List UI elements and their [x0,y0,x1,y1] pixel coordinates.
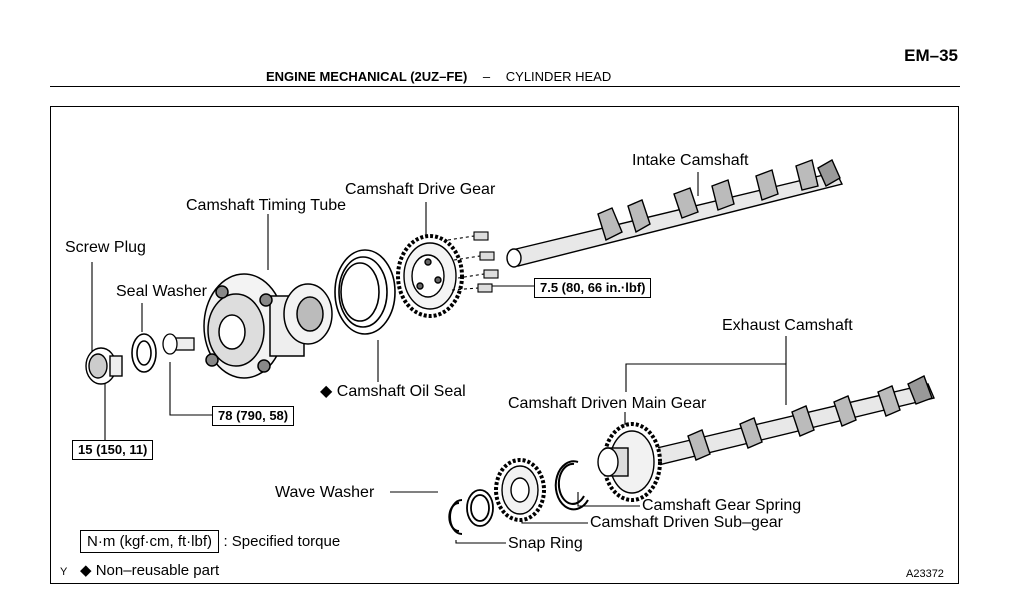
label-intake-camshaft: Intake Camshaft [632,152,749,169]
label-exhaust-camshaft: Exhaust Camshaft [722,317,853,334]
exhaust-camshaft-part [639,375,935,469]
legend-nonreusable-desc: Non–reusable part [95,562,220,579]
subsection-title: CYLINDER HEAD [505,69,612,84]
legend-unit-desc: : Specified torque [223,533,341,550]
legend-unit-box: N·m (kgf·cm, ft·lbf) [80,530,219,553]
intake-camshaft-part [506,159,844,268]
corner-mark-left: Y [60,566,68,578]
tube-bolt-part [162,333,195,355]
page-header: ENGINE MECHANICAL (2UZ–FE) – CYLINDER HE… [266,69,611,84]
figure-id: A23372 [906,568,944,580]
leader-torque-tube-bolt [169,362,212,416]
drive-gear-bolts-part [447,231,499,293]
label-camshaft-oil-seal: ◆ Camshaft Oil Seal [320,381,466,401]
label-camshaft-driven-main-gear: Camshaft Driven Main Gear [508,395,707,412]
label-screw-plug: Screw Plug [65,239,146,256]
screw-plug-part [85,347,123,385]
camshaft-driven-main-gear-part [597,422,662,502]
camshaft-driven-sub-gear-part [494,458,546,522]
diamond-icon: ◆ [320,383,333,400]
section-title: ENGINE MECHANICAL (2UZ–FE) [266,69,468,84]
camshaft-timing-tube-part [203,273,333,379]
header-rule [50,86,960,87]
torque-timing-tube-bolt: 78 (790, 58) [212,406,295,426]
header-separator: – [482,69,491,84]
camshaft-drive-gear-part [396,234,464,318]
label-camshaft-oil-seal-text: Camshaft Oil Seal [336,383,466,400]
label-camshaft-gear-spring: Camshaft Gear Spring [642,497,802,514]
camshaft-gear-spring-part [554,460,589,511]
legend-nonreusable: ◆ Non–reusable part [80,561,219,579]
torque-drive-gear-bolts: 7.5 (80, 66 in.·lbf) [534,278,652,298]
page-number: EM–35 [904,46,958,65]
leader-gear-spring [577,492,640,507]
legend-torque: N·m (kgf·cm, ft·lbf) : Specified torque [80,530,341,553]
torque-screw-plug: 15 (150, 11) [72,440,154,460]
label-snap-ring: Snap Ring [508,535,583,552]
label-wave-washer: Wave Washer [275,484,375,501]
seal-washer-part [131,333,157,373]
leader-snap-ring [455,540,506,544]
label-camshaft-drive-gear: Camshaft Drive Gear [345,181,496,198]
label-seal-washer: Seal Washer [116,283,207,300]
diamond-icon: ◆ [80,562,92,579]
wave-washer-part [466,489,494,527]
camshaft-oil-seal-part [334,249,396,335]
diagram-frame [50,106,959,584]
leader-exhaust-camshaft [625,363,787,405]
label-camshaft-timing-tube: Camshaft Timing Tube [186,197,347,214]
snap-ring-part [448,499,463,535]
label-camshaft-driven-sub-gear: Camshaft Driven Sub–gear [590,514,783,531]
